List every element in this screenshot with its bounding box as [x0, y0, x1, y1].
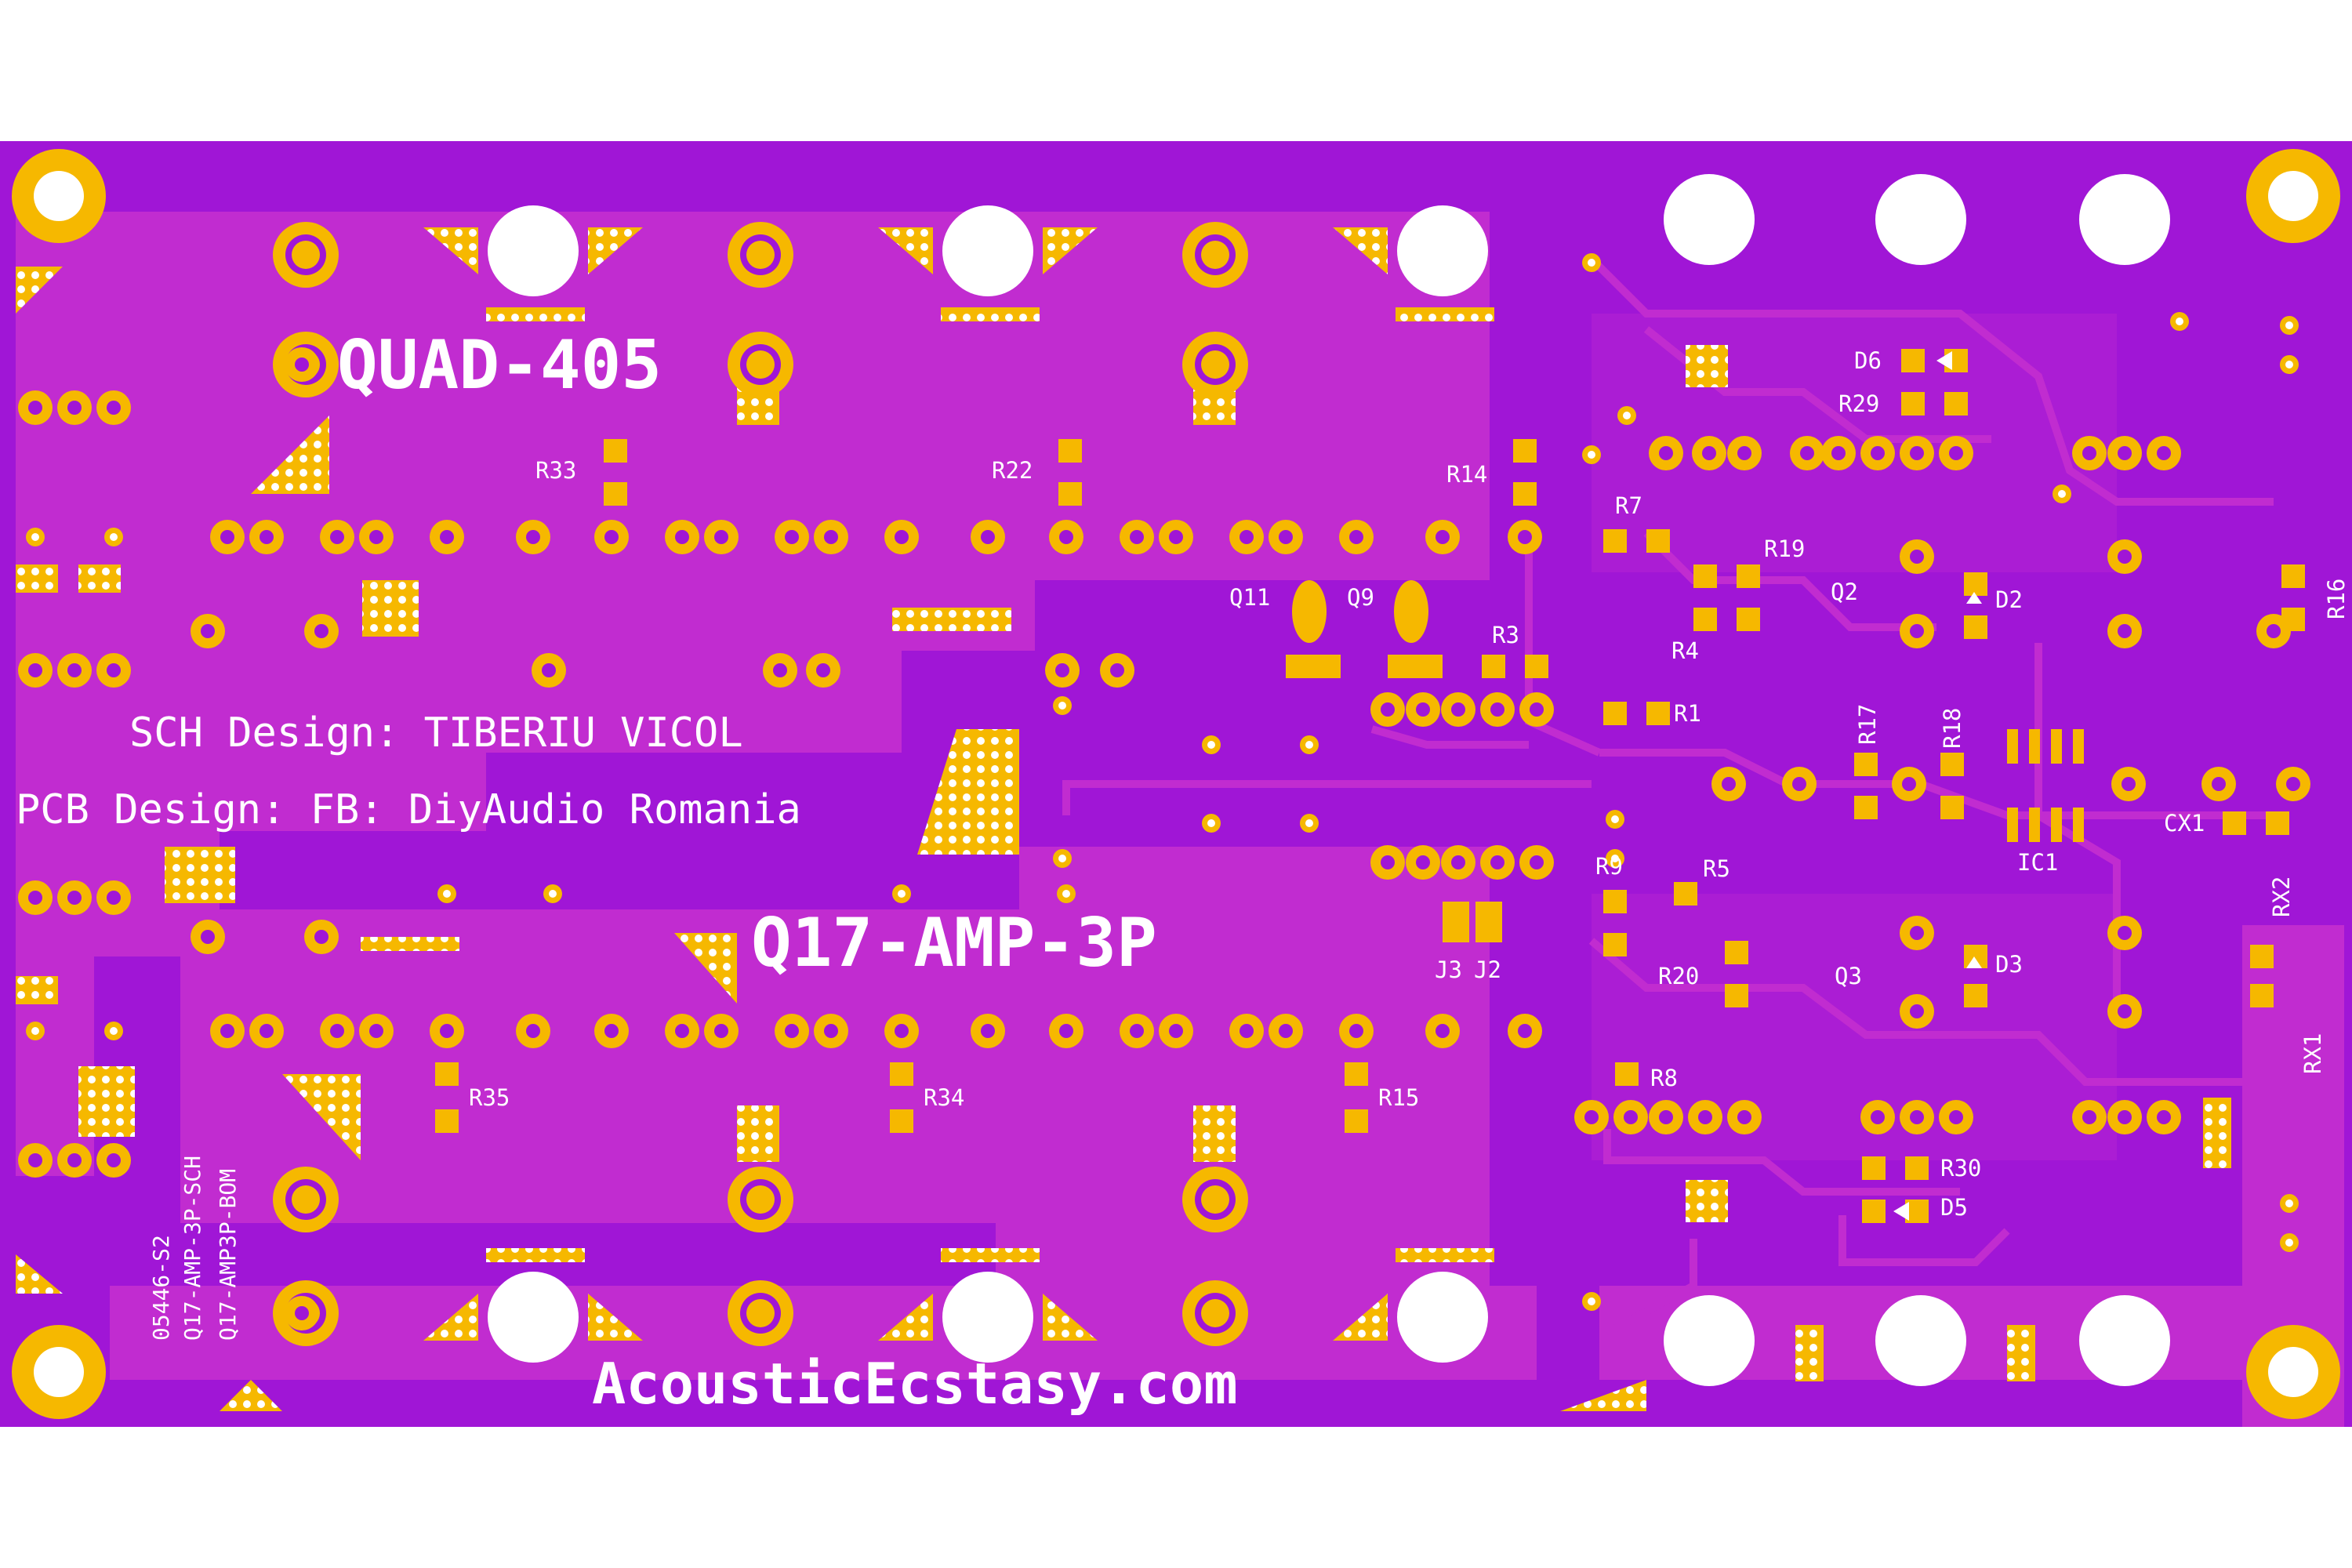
ref-r1: R1	[1674, 700, 1701, 727]
website-label: AcousticEcstasy.com	[592, 1351, 1238, 1417]
ref-r30: R30	[1940, 1155, 1981, 1181]
mounting-holes	[12, 149, 2340, 1419]
ref-r17: R17	[1854, 704, 1881, 745]
ref-r7: R7	[1615, 492, 1642, 519]
ref-r34: R34	[924, 1084, 964, 1111]
ref-r29: R29	[1838, 390, 1879, 417]
smd-pads	[435, 349, 2305, 1223]
ref-r5: R5	[1703, 855, 1730, 882]
ref-r22: R22	[992, 457, 1033, 484]
via-stitching	[16, 227, 2231, 1411]
board-code: 05446-S2	[148, 1235, 174, 1341]
ref-j2: J2	[1474, 956, 1501, 983]
ref-r19: R19	[1764, 535, 1805, 562]
ref-q2: Q2	[1831, 579, 1858, 605]
reference-designators: R33 R22 R14 R7 R19 Q2 R4 R3 R1 Q11 Q9 D6…	[469, 347, 2350, 1221]
ref-rx2: RX2	[2268, 877, 2295, 917]
ref-r9: R9	[1595, 853, 1623, 880]
ref-r8: R8	[1650, 1065, 1678, 1091]
pcb-credit: PCB Design: FB: DiyAudio Romania	[16, 786, 801, 833]
ref-ic1: IC1	[2017, 849, 2058, 876]
ref-r4: R4	[1671, 637, 1699, 664]
ref-d6: D6	[1854, 347, 1882, 374]
copper-pours	[16, 212, 2344, 1427]
board-subtitle: Q17-AMP-3P	[751, 904, 1157, 982]
ref-d5: D5	[1940, 1194, 1968, 1221]
ref-r20: R20	[1658, 963, 1699, 989]
ref-cx1: CX1	[2164, 810, 2205, 837]
ref-r14: R14	[1446, 461, 1487, 488]
bom-file-label: Q17-AMP3P-BOM	[215, 1169, 241, 1341]
sch-credit: SCH Design: TIBERIU VICOL	[129, 710, 743, 757]
ref-r15: R15	[1378, 1084, 1419, 1111]
ref-r16: R16	[2323, 579, 2350, 619]
ref-d2: D2	[1995, 586, 2023, 613]
diode-markers	[1893, 351, 1982, 1221]
ref-q11: Q11	[1229, 584, 1270, 611]
ref-q3: Q3	[1835, 963, 1862, 989]
ref-r18: R18	[1939, 708, 1965, 749]
ref-r3: R3	[1492, 622, 1519, 648]
ref-d3: D3	[1995, 951, 2023, 978]
sch-file-label: Q17-AMP-3P-SCH	[180, 1156, 205, 1341]
ref-r35: R35	[469, 1084, 510, 1111]
ref-j3: J3	[1435, 956, 1462, 983]
ref-q9: Q9	[1347, 584, 1374, 611]
ref-rx1: RX1	[2299, 1033, 2326, 1074]
transistor-mounting-holes	[488, 174, 2170, 1386]
board-title: QUAD-405	[337, 326, 662, 405]
ref-r33: R33	[535, 457, 576, 484]
